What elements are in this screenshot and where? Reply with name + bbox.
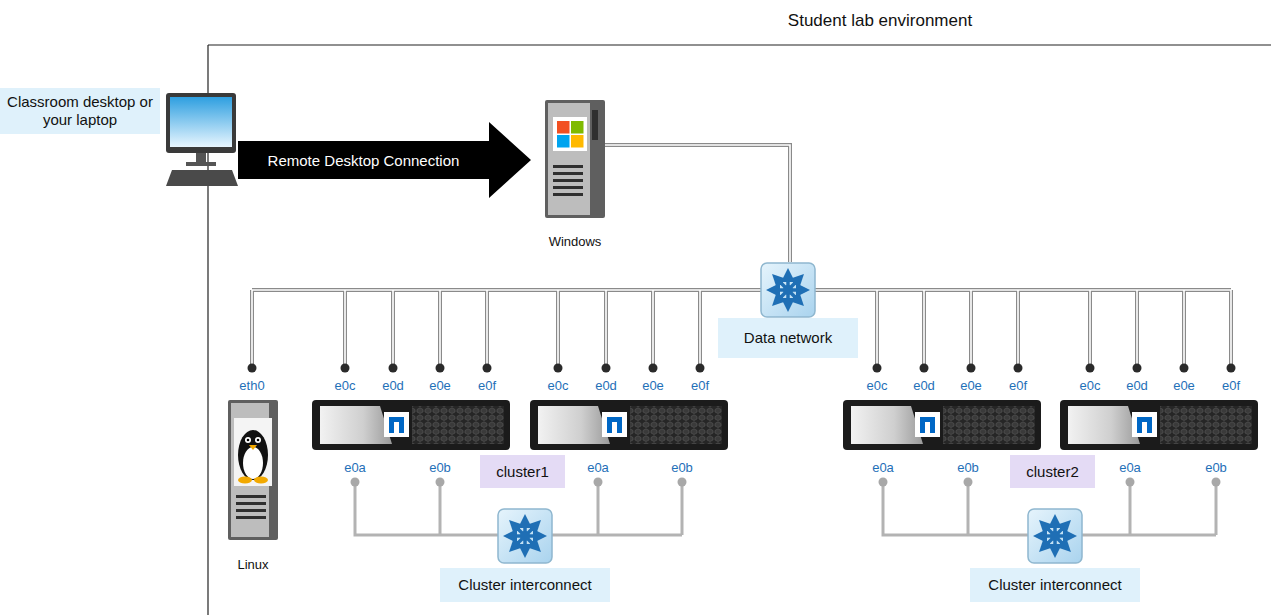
node-text: Linux [233,557,272,573]
port-name: e0d [382,378,404,393]
lab-frame [208,45,1271,615]
cluster-label: cluster2 [1010,455,1095,488]
network-label: Data network [718,318,858,358]
linux-server [228,400,278,540]
interconnect-label: Cluster interconnect [970,568,1140,602]
storage-controllers [312,400,1258,450]
port-name: e0a [587,460,609,475]
port-name: e0a [344,460,366,475]
node-text: Data network [740,329,836,347]
port-name: e0f [691,378,709,393]
cluster-label: cluster1 [480,455,565,488]
port-name: e0d [595,378,617,393]
port-name: e0f [1222,378,1240,393]
connection-arrow [238,122,531,198]
port-name: e0a [1119,460,1141,475]
windows-server [545,100,605,218]
network-switches [498,263,1082,563]
node-text: Cluster interconnect [454,576,595,594]
desktop-monitor [166,93,238,186]
port-name: e0b [1205,460,1227,475]
port-name: e0f [478,378,496,393]
port-name: e0b [671,460,693,475]
port-name: e0a [872,460,894,475]
port-name: e0c [867,378,888,393]
port-name: e0e [960,378,982,393]
port-name: e0e [642,378,664,393]
interconnect-wires [355,486,1216,535]
port-dots [248,364,1236,373]
connection-label: Remote Desktop Connection [265,151,463,170]
diagram-title: Student lab environment [788,11,972,31]
port-name: e0e [429,378,451,393]
node-text: Cluster interconnect [984,576,1125,594]
port-name: e0b [429,460,451,475]
client-machine: Classroom desktop or your laptop [0,88,238,188]
port-name: e0b [957,460,979,475]
port-name: e0c [548,378,569,393]
node-text: Classroom desktop or your laptop [0,88,160,134]
node-text: cluster1 [492,463,553,481]
linux-server: Linux [218,398,288,573]
port-name: e0d [913,378,935,393]
port-name: e0e [1173,378,1195,393]
interconnect-label: Cluster interconnect [440,568,610,602]
node-text: cluster2 [1022,463,1083,481]
port-name: e0d [1126,378,1148,393]
port-name: e0f [1009,378,1027,393]
node-text: Windows [545,234,606,250]
port-name: e0c [335,378,356,393]
windows-server: Windows [535,98,615,250]
port-name: eth0 [239,378,264,393]
port-name: e0c [1080,378,1101,393]
